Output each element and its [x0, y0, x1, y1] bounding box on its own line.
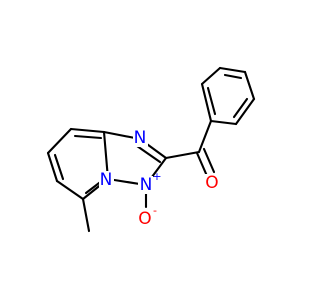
- benzene-bond-5: [209, 119, 238, 126]
- pyridine-bond-3: [46, 151, 59, 183]
- benzene-bond-1: [200, 66, 222, 86]
- n-bridgehead-background: [99, 171, 114, 189]
- benzene-double-3: [206, 86, 217, 116]
- benzene-bond-2: [218, 66, 247, 74]
- molecule-canvas: N N N + O O -: [46, 66, 256, 233]
- o-oxide-charge-minus: -: [153, 204, 157, 217]
- pyridine-double-2: [53, 153, 65, 181]
- benzene-ring: [200, 66, 256, 126]
- o-oxide-background: [137, 210, 153, 228]
- benzene-bond-6: [200, 82, 213, 123]
- benzene-bond-4: [234, 97, 256, 126]
- structure-diagram: N N N + O O -: [46, 66, 256, 233]
- atom-label-n-imine: N: [134, 128, 147, 148]
- benzene-double-2: [232, 97, 249, 119]
- carbonyl-ring-bond: [164, 150, 201, 160]
- methyl-bond: [81, 197, 91, 233]
- carbonyl-double-bond-b: [202, 147, 216, 174]
- o-carbonyl-background: [204, 174, 220, 192]
- benzene-bond-3: [243, 70, 256, 101]
- benzene-double-1: [223, 73, 243, 80]
- carbonyl-double-bond-a: [195, 151, 209, 178]
- n-oxide-charge-plus: +: [152, 170, 161, 183]
- atom-label-o-oxide: O: [138, 209, 151, 229]
- pyridine-bond-2: [46, 127, 73, 155]
- carbonyl-group: [164, 119, 216, 178]
- pyridine-bond-4: [55, 179, 85, 201]
- n-imine-background: [133, 129, 148, 147]
- atom-label-o-carbonyl: O: [205, 173, 218, 193]
- aryl-carbonyl-bond: [197, 119, 213, 154]
- atom-label-n-bridgehead: N: [100, 170, 113, 190]
- triazole-double-c-n1: [135, 144, 162, 164]
- atom-label-n-oxide: N: [140, 175, 153, 195]
- pyridine-bond-1: [69, 127, 106, 134]
- pyridine-double-1: [73, 134, 103, 140]
- n-oxide-background: [138, 176, 153, 194]
